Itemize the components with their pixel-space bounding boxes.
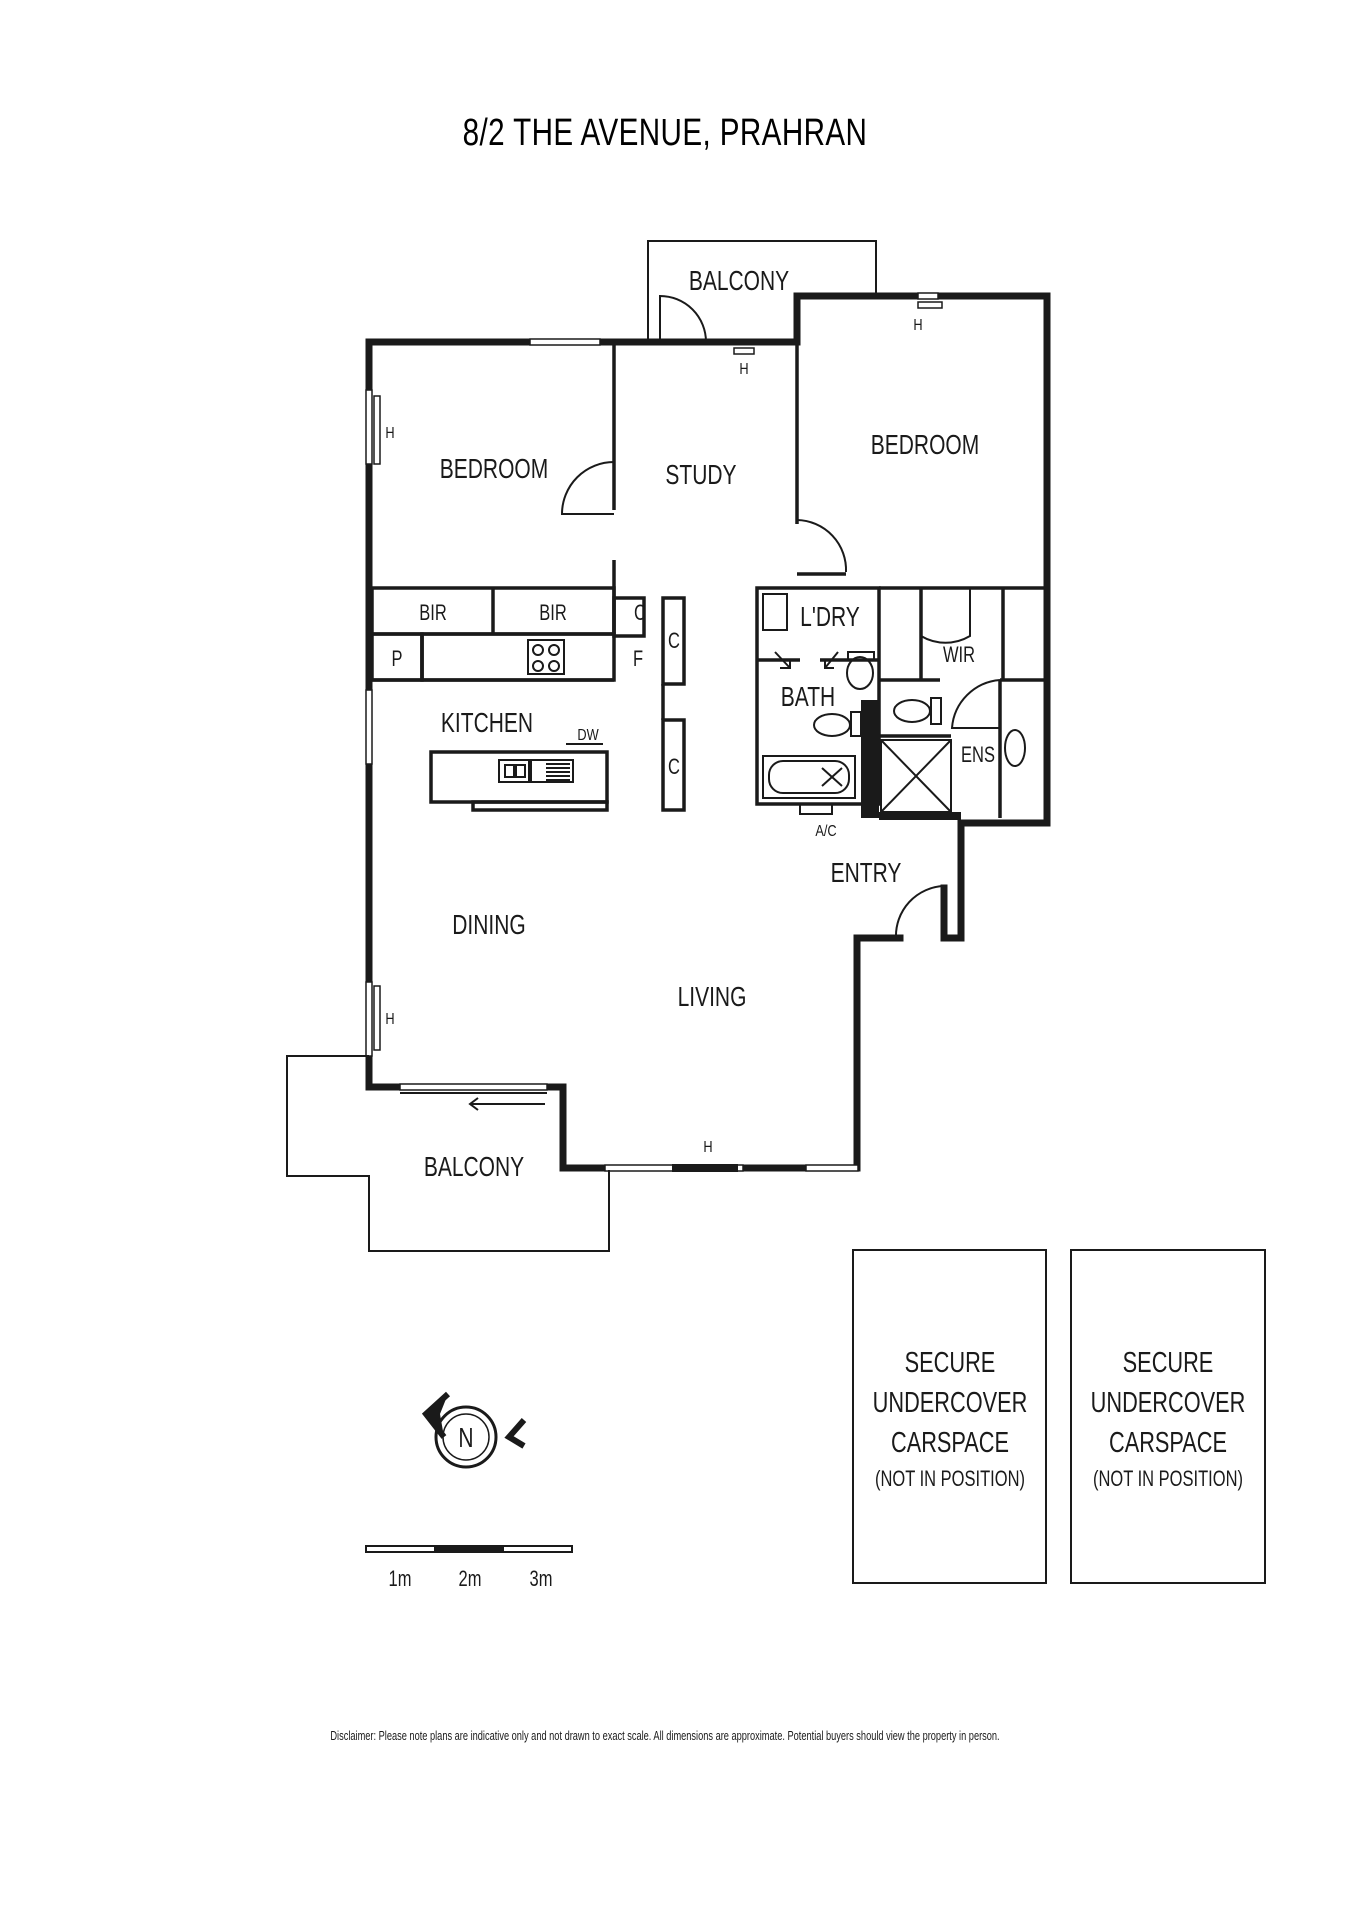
windows xyxy=(365,292,939,1172)
label-aircon: A/C xyxy=(815,823,836,841)
heater-dining: H xyxy=(385,1011,394,1029)
interior-walls xyxy=(370,342,1047,939)
heater-bedroom-right: H xyxy=(913,317,922,335)
scale-label-2m: 2m xyxy=(459,1567,482,1592)
room-pantry: P xyxy=(391,647,402,672)
room-fridge: F xyxy=(633,647,643,672)
carspace-2: SECURE UNDERCOVER CARSPACE (NOT IN POSIT… xyxy=(1070,1249,1266,1584)
north-compass-icon: N xyxy=(421,1391,527,1469)
scale-label-3m: 3m xyxy=(530,1567,553,1592)
carspace-1: SECURE UNDERCOVER CARSPACE (NOT IN POSIT… xyxy=(852,1249,1047,1584)
carspace-1-line2: UNDERCOVER xyxy=(873,1387,1028,1419)
room-living: LIVING xyxy=(678,982,747,1013)
scale-label-1m: 1m xyxy=(389,1567,412,1592)
room-entry: ENTRY xyxy=(831,858,902,889)
room-laundry: L'DRY xyxy=(800,602,860,633)
balcony-top xyxy=(647,240,877,343)
label-dishwasher: DW xyxy=(577,727,599,745)
compass-letter: N xyxy=(458,1423,473,1454)
room-balcony-top: BALCONY xyxy=(689,266,789,297)
room-labels: BALCONY BEDROOM STUDY BEDROOM BIR BIR C … xyxy=(391,266,994,1183)
carspace-2-note: (NOT IN POSITION) xyxy=(1093,1467,1243,1492)
room-cupboard-3: C xyxy=(668,755,680,780)
room-bir-1: BIR xyxy=(419,601,446,626)
room-bedroom-right: BEDROOM xyxy=(871,430,979,461)
carspace-2-line3: CARSPACE xyxy=(1109,1427,1227,1459)
heaters: H H H H H xyxy=(373,301,943,1157)
room-bath: BATH xyxy=(781,682,835,713)
heater-living: H xyxy=(703,1139,712,1157)
heater-study: H xyxy=(739,361,748,379)
exterior-walls xyxy=(365,292,1051,1172)
carspace-1-note: (NOT IN POSITION) xyxy=(875,1467,1025,1492)
room-study: STUDY xyxy=(665,460,736,491)
carspace-2-line2: UNDERCOVER xyxy=(1091,1387,1246,1419)
room-cupboard-2: C xyxy=(668,629,680,654)
plan-title: 8/2 THE AVENUE, PRAHRAN xyxy=(463,112,868,154)
room-dining: DINING xyxy=(452,910,525,941)
scale-bar: 1m 2m 3m xyxy=(365,1545,573,1592)
balcony-bottom xyxy=(286,1055,610,1252)
room-wir: WIR xyxy=(943,643,975,668)
room-balcony-bottom: BALCONY xyxy=(424,1152,524,1183)
room-kitchen: KITCHEN xyxy=(441,708,533,739)
carspace-2-line1: SECURE xyxy=(1123,1347,1214,1379)
disclaimer: Disclaimer: Please note plans are indica… xyxy=(330,1730,999,1744)
room-bir-2: BIR xyxy=(539,601,566,626)
heater-bedroom-left: H xyxy=(385,425,394,443)
room-bedroom-left: BEDROOM xyxy=(440,454,548,485)
room-cupboard-1: C xyxy=(634,601,646,626)
room-ensuite: ENS xyxy=(961,743,995,768)
carspace-1-line3: CARSPACE xyxy=(891,1427,1009,1459)
carspace-1-line1: SECURE xyxy=(905,1347,996,1379)
